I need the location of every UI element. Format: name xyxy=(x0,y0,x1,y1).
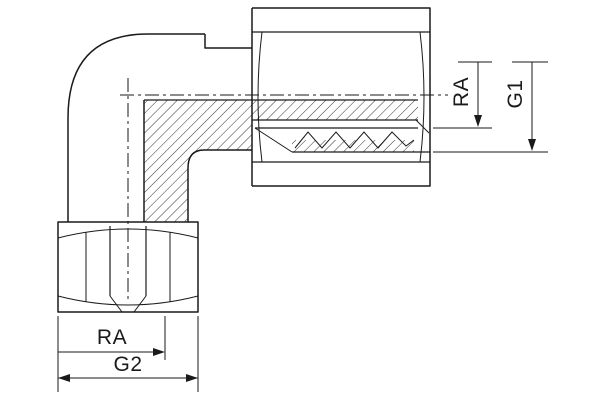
ra-right-label: RA xyxy=(450,77,473,107)
dimension-g2: G2 xyxy=(57,316,199,392)
dimension-g1: G1 xyxy=(433,61,548,153)
arm-bottom-and-stem xyxy=(187,149,252,222)
section-hatching xyxy=(144,100,418,222)
bottom-nut-outline xyxy=(57,221,199,313)
thread-end-chamfer xyxy=(415,119,430,134)
nut-chamfer-arc-right xyxy=(419,31,425,163)
g1-label: G1 xyxy=(504,79,527,108)
nut-outer-edges xyxy=(252,7,431,187)
ra-right-arrow-icon xyxy=(474,115,482,127)
g2-arrow-left-icon xyxy=(58,374,70,382)
body-step-detail xyxy=(204,34,252,49)
seat-cone-line xyxy=(254,127,293,153)
fitting-body-outline xyxy=(67,33,418,222)
g2-label: G2 xyxy=(113,353,142,376)
body-section-hatch xyxy=(144,100,418,222)
ra-bottom-label: RA xyxy=(97,326,127,349)
g2-arrow-right-icon xyxy=(186,374,198,382)
thread-zigzag xyxy=(294,131,415,149)
elbow-outer-bend xyxy=(67,33,205,222)
g1-arrow-icon xyxy=(528,139,536,151)
nut-chamfer-arc-left xyxy=(257,31,263,163)
right-nut xyxy=(251,7,431,187)
bottom-bore-chamfer-right xyxy=(133,295,147,313)
bottom-bore-chamfer-left xyxy=(109,295,123,313)
bottom-nut-chamfer-arc-bottom xyxy=(57,295,199,306)
dimension-ra-right: RA xyxy=(433,61,492,129)
dimension-ra-bottom: RA xyxy=(58,316,166,360)
ra-bottom-arrow-icon xyxy=(153,348,165,356)
thread-section-hatch xyxy=(292,140,414,152)
thread-detail xyxy=(254,119,430,153)
